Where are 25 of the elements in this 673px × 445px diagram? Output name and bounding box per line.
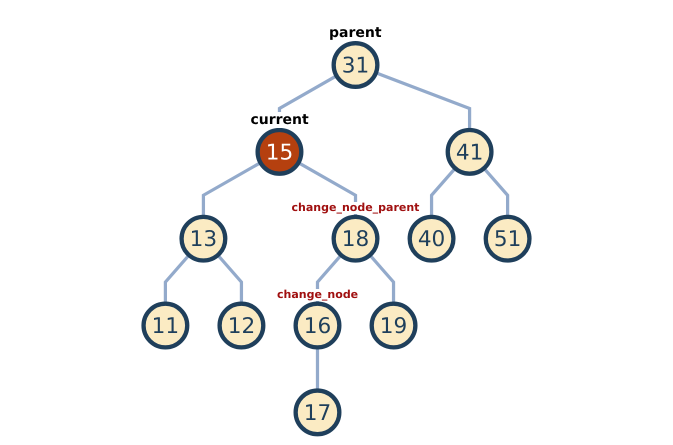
node-circle: 15	[255, 128, 304, 176]
node-caption: change_node_parent	[290, 202, 422, 214]
connector	[316, 347, 320, 391]
node-circle: 51	[484, 214, 532, 263]
connector	[202, 161, 262, 217]
connector	[482, 167, 510, 217]
node-circle: 40	[408, 214, 456, 263]
connector	[430, 167, 456, 217]
connector	[164, 254, 190, 304]
node-circle: 17	[294, 388, 342, 436]
connector	[216, 254, 244, 304]
node-circle: 41	[446, 128, 494, 176]
node-circle: 11	[141, 302, 190, 350]
node-circle: 16	[294, 302, 342, 350]
node-circle: 18	[332, 214, 380, 263]
connector	[375, 71, 472, 130]
node-circle: 31	[332, 41, 380, 89]
connector	[298, 161, 358, 217]
node-circle: 13	[179, 214, 228, 263]
connector	[368, 254, 396, 304]
node-caption: parent	[327, 25, 384, 42]
node-circle: 19	[370, 302, 418, 350]
node-circle: 12	[217, 302, 266, 350]
node-caption: current	[248, 112, 311, 128]
node-caption: change_node	[274, 288, 360, 302]
